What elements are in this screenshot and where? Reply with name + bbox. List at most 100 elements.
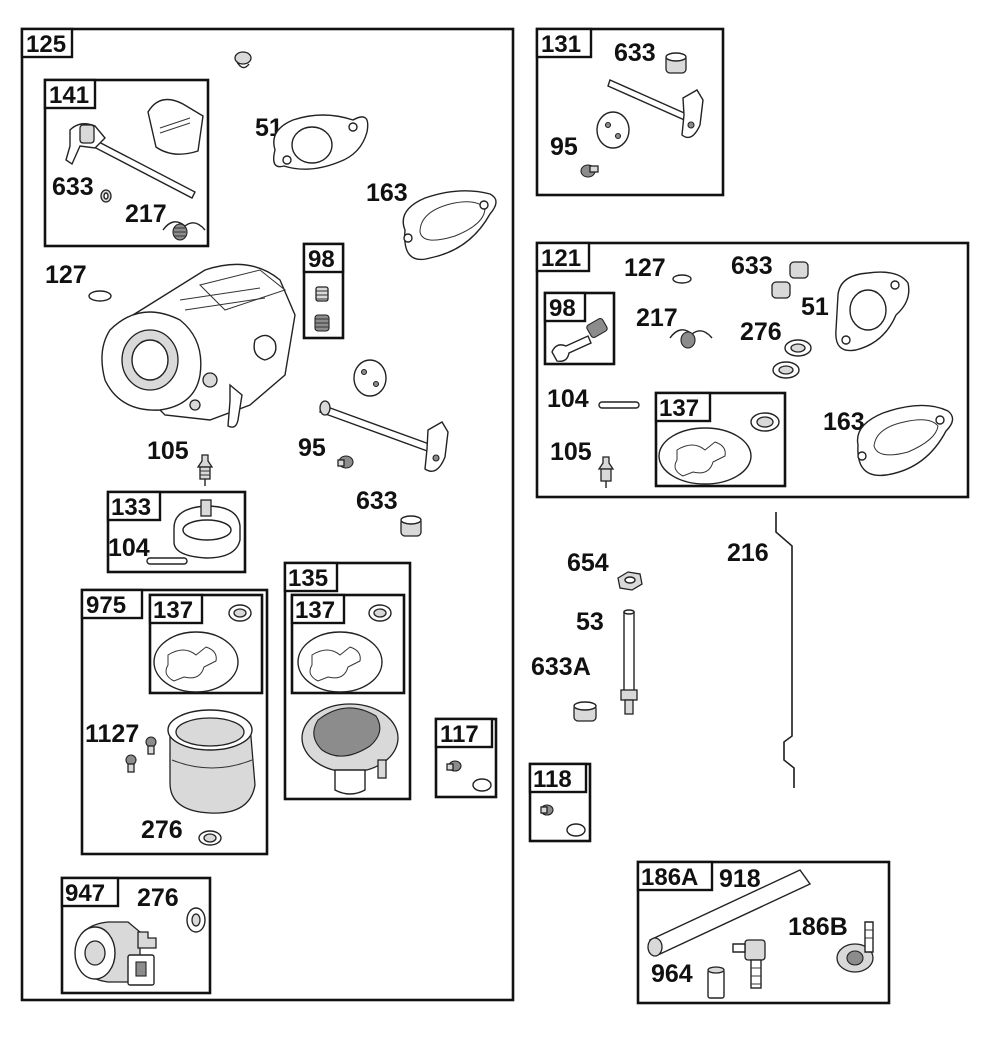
group-125-frame (20, 27, 515, 1002)
label-95: 95 (298, 434, 326, 462)
screw-95-part (337, 455, 354, 469)
label-964: 964 (651, 960, 693, 988)
fuel-line-918-part (647, 869, 812, 957)
throttle-shaft-131-part (607, 79, 704, 139)
group-tag-975: 975 (86, 592, 126, 619)
label-633-b: 633 (356, 487, 398, 515)
gasket-163-b-part (856, 404, 954, 477)
label-217: 217 (125, 200, 167, 228)
group-tag-141: 141 (49, 82, 89, 109)
label-217-b: 217 (636, 304, 678, 332)
float-bowl-135-part (301, 703, 399, 795)
spring-217-b-part (669, 329, 713, 349)
label-654: 654 (567, 549, 609, 577)
washer-276-c-part (772, 339, 812, 379)
seal-633-part (100, 189, 112, 203)
label-276-c: 276 (740, 318, 782, 346)
group-tag-131: 131 (541, 31, 581, 58)
solenoid-947-part (74, 921, 157, 986)
screw-1127-part (125, 736, 157, 773)
o-ring-127-b-part (672, 274, 692, 284)
washer-276-part (198, 830, 222, 846)
label-276: 276 (141, 816, 183, 844)
group-131-frame (535, 27, 725, 197)
label-216: 216 (727, 539, 769, 567)
group-137-frame-c (654, 391, 787, 488)
needle-105-b-part (597, 456, 615, 488)
label-186B: 186B (788, 913, 848, 941)
label-918: 918 (719, 865, 761, 893)
group-tag-98-b: 98 (549, 295, 576, 322)
gasket-set-137-c-part (658, 412, 780, 485)
screw-spring-98-b-part (551, 317, 608, 363)
needle-105-part (196, 454, 214, 486)
group-135-frame (283, 561, 412, 801)
label-53: 53 (576, 608, 604, 636)
group-121-frame (535, 241, 970, 499)
label-163: 163 (366, 179, 408, 207)
group-tag-133: 133 (111, 494, 151, 521)
carburetor-body-part (101, 263, 296, 428)
group-133-frame (106, 490, 247, 574)
screw-117-part (446, 760, 462, 772)
sleeve-964-part (707, 966, 725, 999)
group-tag-98: 98 (308, 246, 335, 273)
group-tag-137-c: 137 (659, 395, 699, 422)
group-tag-137-b: 137 (295, 597, 335, 624)
group-tag-135: 135 (288, 565, 328, 592)
spring-217-part (162, 221, 206, 241)
washer-276-b-part (186, 907, 206, 933)
group-tag-118: 118 (533, 766, 572, 793)
gasket-163-part (402, 190, 497, 261)
gasket-51-b-part (835, 271, 910, 352)
bushing-633-d-part (771, 261, 809, 299)
group-137-frame-b (290, 593, 406, 695)
label-105: 105 (147, 437, 189, 465)
throttle-plate-131-part (596, 111, 630, 149)
screw-spring-98-part (314, 286, 330, 332)
group-tag-186A: 186A (641, 864, 698, 891)
fuel-fitting-186B-part (836, 921, 874, 973)
label-127: 127 (45, 261, 87, 289)
label-104-b: 104 (547, 385, 589, 413)
bushing-633-c-part (665, 52, 687, 74)
group-141-frame (43, 78, 210, 248)
label-105-b: 105 (550, 438, 592, 466)
group-137-frame-a (148, 593, 264, 695)
o-ring-127-part (88, 290, 112, 302)
group-975-frame (80, 588, 269, 856)
bushing-633A-part (573, 701, 597, 722)
washer-117-part (472, 778, 492, 792)
label-95-b: 95 (550, 133, 578, 161)
label-633-d: 633 (731, 252, 773, 280)
label-51-b: 51 (801, 293, 829, 321)
label-163-b: 163 (823, 408, 865, 436)
group-tag-947: 947 (65, 880, 105, 907)
gasket-set-137-a-part (153, 604, 252, 693)
nut-654-part (617, 571, 643, 591)
group-tag-125: 125 (26, 31, 66, 58)
washer-118-part (566, 823, 586, 837)
group-tag-117: 117 (440, 721, 479, 748)
small-clip-part (234, 51, 252, 69)
screw-95-b-part (580, 164, 599, 178)
float-133-part (173, 499, 241, 559)
label-1127: 1127 (85, 720, 139, 748)
label-633: 633 (52, 173, 94, 201)
throttle-shaft-141-part (65, 98, 204, 199)
group-186A-frame (636, 860, 891, 1005)
group-tag-137-a: 137 (153, 597, 193, 624)
fuel-fitting-186A-part (732, 939, 766, 989)
throttle-shaft-part (319, 400, 449, 472)
label-633A: 633A (531, 653, 591, 681)
link-rod-216-part (775, 512, 795, 788)
label-127-b: 127 (624, 254, 666, 282)
gasket-51-part (272, 114, 369, 170)
bushing-633-part (400, 515, 422, 537)
group-tag-121: 121 (541, 245, 581, 272)
pin-104-part (146, 557, 188, 565)
label-633-c: 633 (614, 39, 656, 67)
throttle-plate-part (353, 359, 387, 397)
pin-104-b-part (598, 401, 640, 409)
